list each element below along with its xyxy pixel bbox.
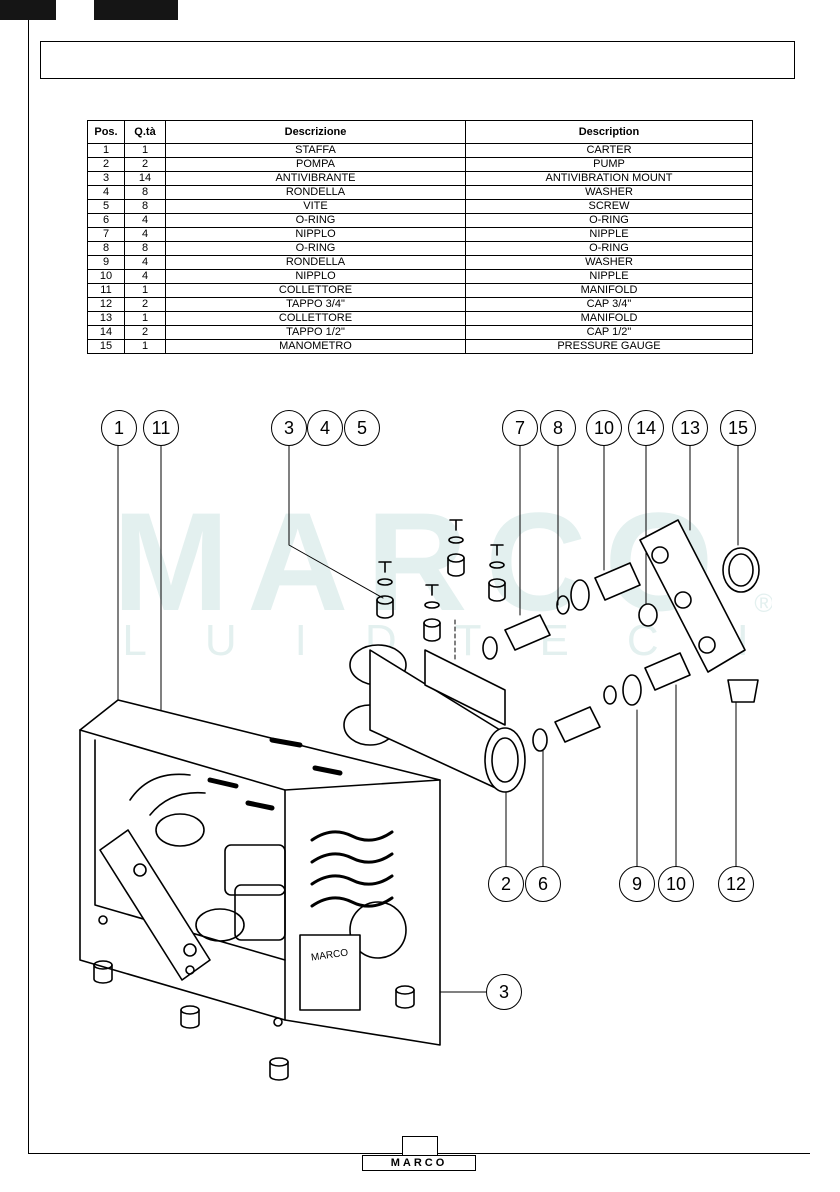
page-number-tab [402,1136,438,1156]
tab-right [94,0,178,20]
callout-top-10: 13 [672,410,708,446]
cell-description: PRESSURE GAUGE [465,339,753,354]
fittings-lower [532,652,691,752]
table-header-row: Pos. Q.tà Descrizione Description [87,120,753,144]
callout-top-7: 8 [540,410,576,446]
callout-bottom-2: 6 [525,866,561,902]
header-qty: Q.tà [124,120,166,144]
cell-descrizione: RONDELLA [165,255,466,270]
watermark-registered: ® [754,588,772,618]
pump-assembly [343,619,526,793]
fittings-upper [482,562,641,660]
callout-top-5: 5 [344,410,380,446]
callout-top-4: 4 [307,410,343,446]
callout-top-11: 15 [720,410,756,446]
callout-top-2: 11 [143,410,179,446]
callout-top-8: 10 [586,410,622,446]
callout-top-1: 1 [101,410,137,446]
footer-brand: MARCO [362,1155,476,1171]
watermark-line2: FLUIDTECH [72,616,772,665]
callout-bottom-4: 10 [658,866,694,902]
carter-housing: MARCO [79,699,441,1046]
leader-lines [117,445,739,993]
cell-description: NIPPLE [465,227,753,242]
callout-top-9: 14 [628,410,664,446]
manifold-13 [638,519,760,703]
cell-descrizione: POMPA [165,157,466,172]
cell-description: ANTIVIBRATION MOUNT [465,171,753,186]
header-description: Description [465,120,753,144]
callout-top-3: 3 [271,410,307,446]
callout-bottom-1: 2 [488,866,524,902]
callout-bottom-5: 12 [718,866,754,902]
callout-top-6: 7 [502,410,538,446]
callout-bottom-3: 9 [619,866,655,902]
carter-brand-plate: MARCO [310,947,349,963]
cell-description: CARTER [465,143,753,158]
header-title-box [40,41,795,79]
cell-descrizione: O-RING [165,241,466,256]
callout-mount: 3 [486,974,522,1010]
tab-left [0,0,56,20]
antivibration-mounts-bottom [93,960,415,1081]
cell-descrizione: MANOMETRO [165,339,466,354]
screw-washer-mount-sets [376,519,506,642]
cell-description: O-RING [465,241,753,256]
